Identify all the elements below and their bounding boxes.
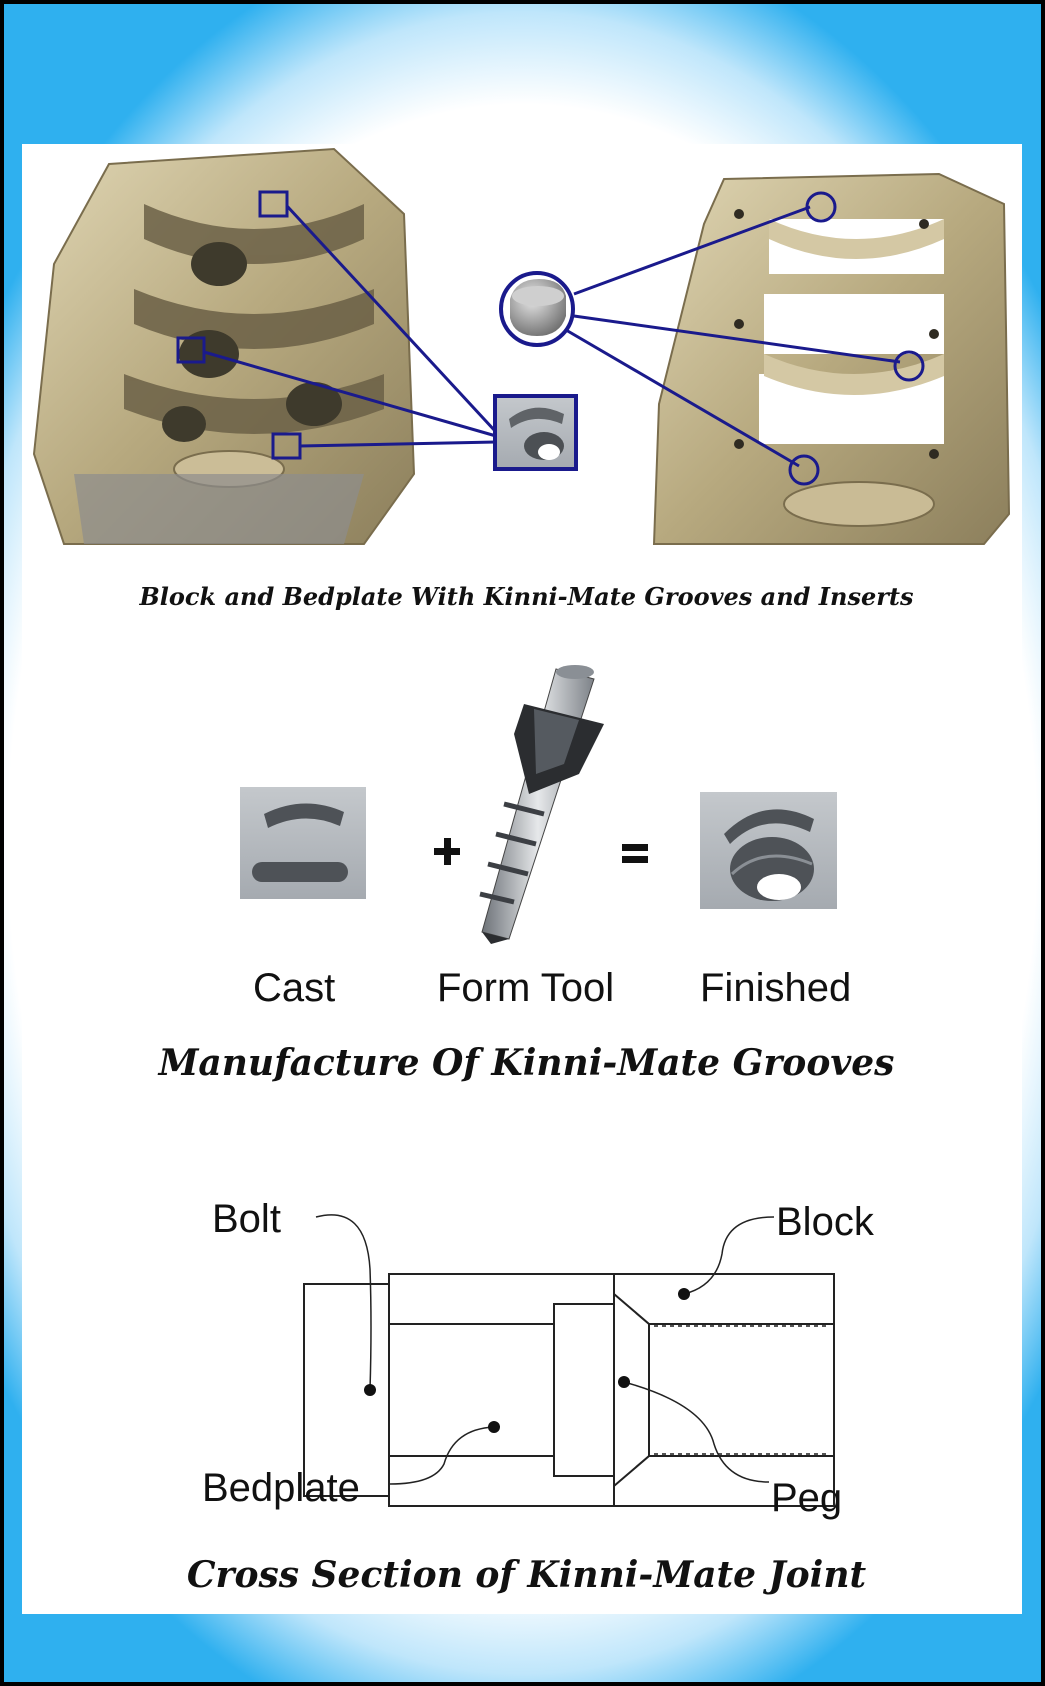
finished-groove-image: [700, 792, 837, 909]
cast-groove-image: [240, 787, 366, 899]
peg-cone: [613, 1291, 650, 1489]
groove-markers: [176, 190, 302, 460]
thread-lines: [654, 1325, 829, 1455]
engine-block-photo: [32, 147, 416, 545]
plus-operator: [434, 838, 460, 865]
label-bedplate: Bedplate: [202, 1466, 360, 1510]
peg-flange: [553, 1303, 615, 1477]
section3-caption: Cross Section of Kinni-Mate Joint: [186, 1554, 867, 1596]
leader-dots: [364, 1288, 690, 1433]
label-peg: Peg: [771, 1476, 843, 1520]
bolt-shank: [388, 1323, 555, 1457]
section1-caption: Block and Bedplate With Kinni-Mate Groov…: [139, 582, 914, 611]
groove-closeup-inset: [493, 394, 578, 471]
diagram-canvas: [32, 147, 1011, 1507]
equals-operator: [622, 844, 648, 863]
label-block: Block: [776, 1200, 874, 1244]
form-tool-image: [479, 665, 604, 944]
bedplate-photo: [652, 172, 1011, 545]
label-bolt: Bolt: [212, 1197, 281, 1241]
leader-lines: [315, 1214, 775, 1485]
section2-caption: Manufacture Of Kinni-Mate Grooves: [158, 1042, 895, 1084]
insert-closeup-inset: [499, 271, 575, 347]
callout-lines: [203, 204, 901, 468]
label-form-tool: Form Tool: [437, 966, 615, 1010]
threaded-bore: [648, 1323, 835, 1457]
cross-section-drawing: [303, 1273, 835, 1507]
poster-frame: Block and Bedplate With Kinni-Mate Groov…: [4, 4, 1041, 1682]
label-finished: Finished: [700, 966, 852, 1010]
insert-markers: [788, 191, 925, 486]
bolt-head: [303, 1283, 390, 1497]
label-cast: Cast: [253, 966, 336, 1010]
